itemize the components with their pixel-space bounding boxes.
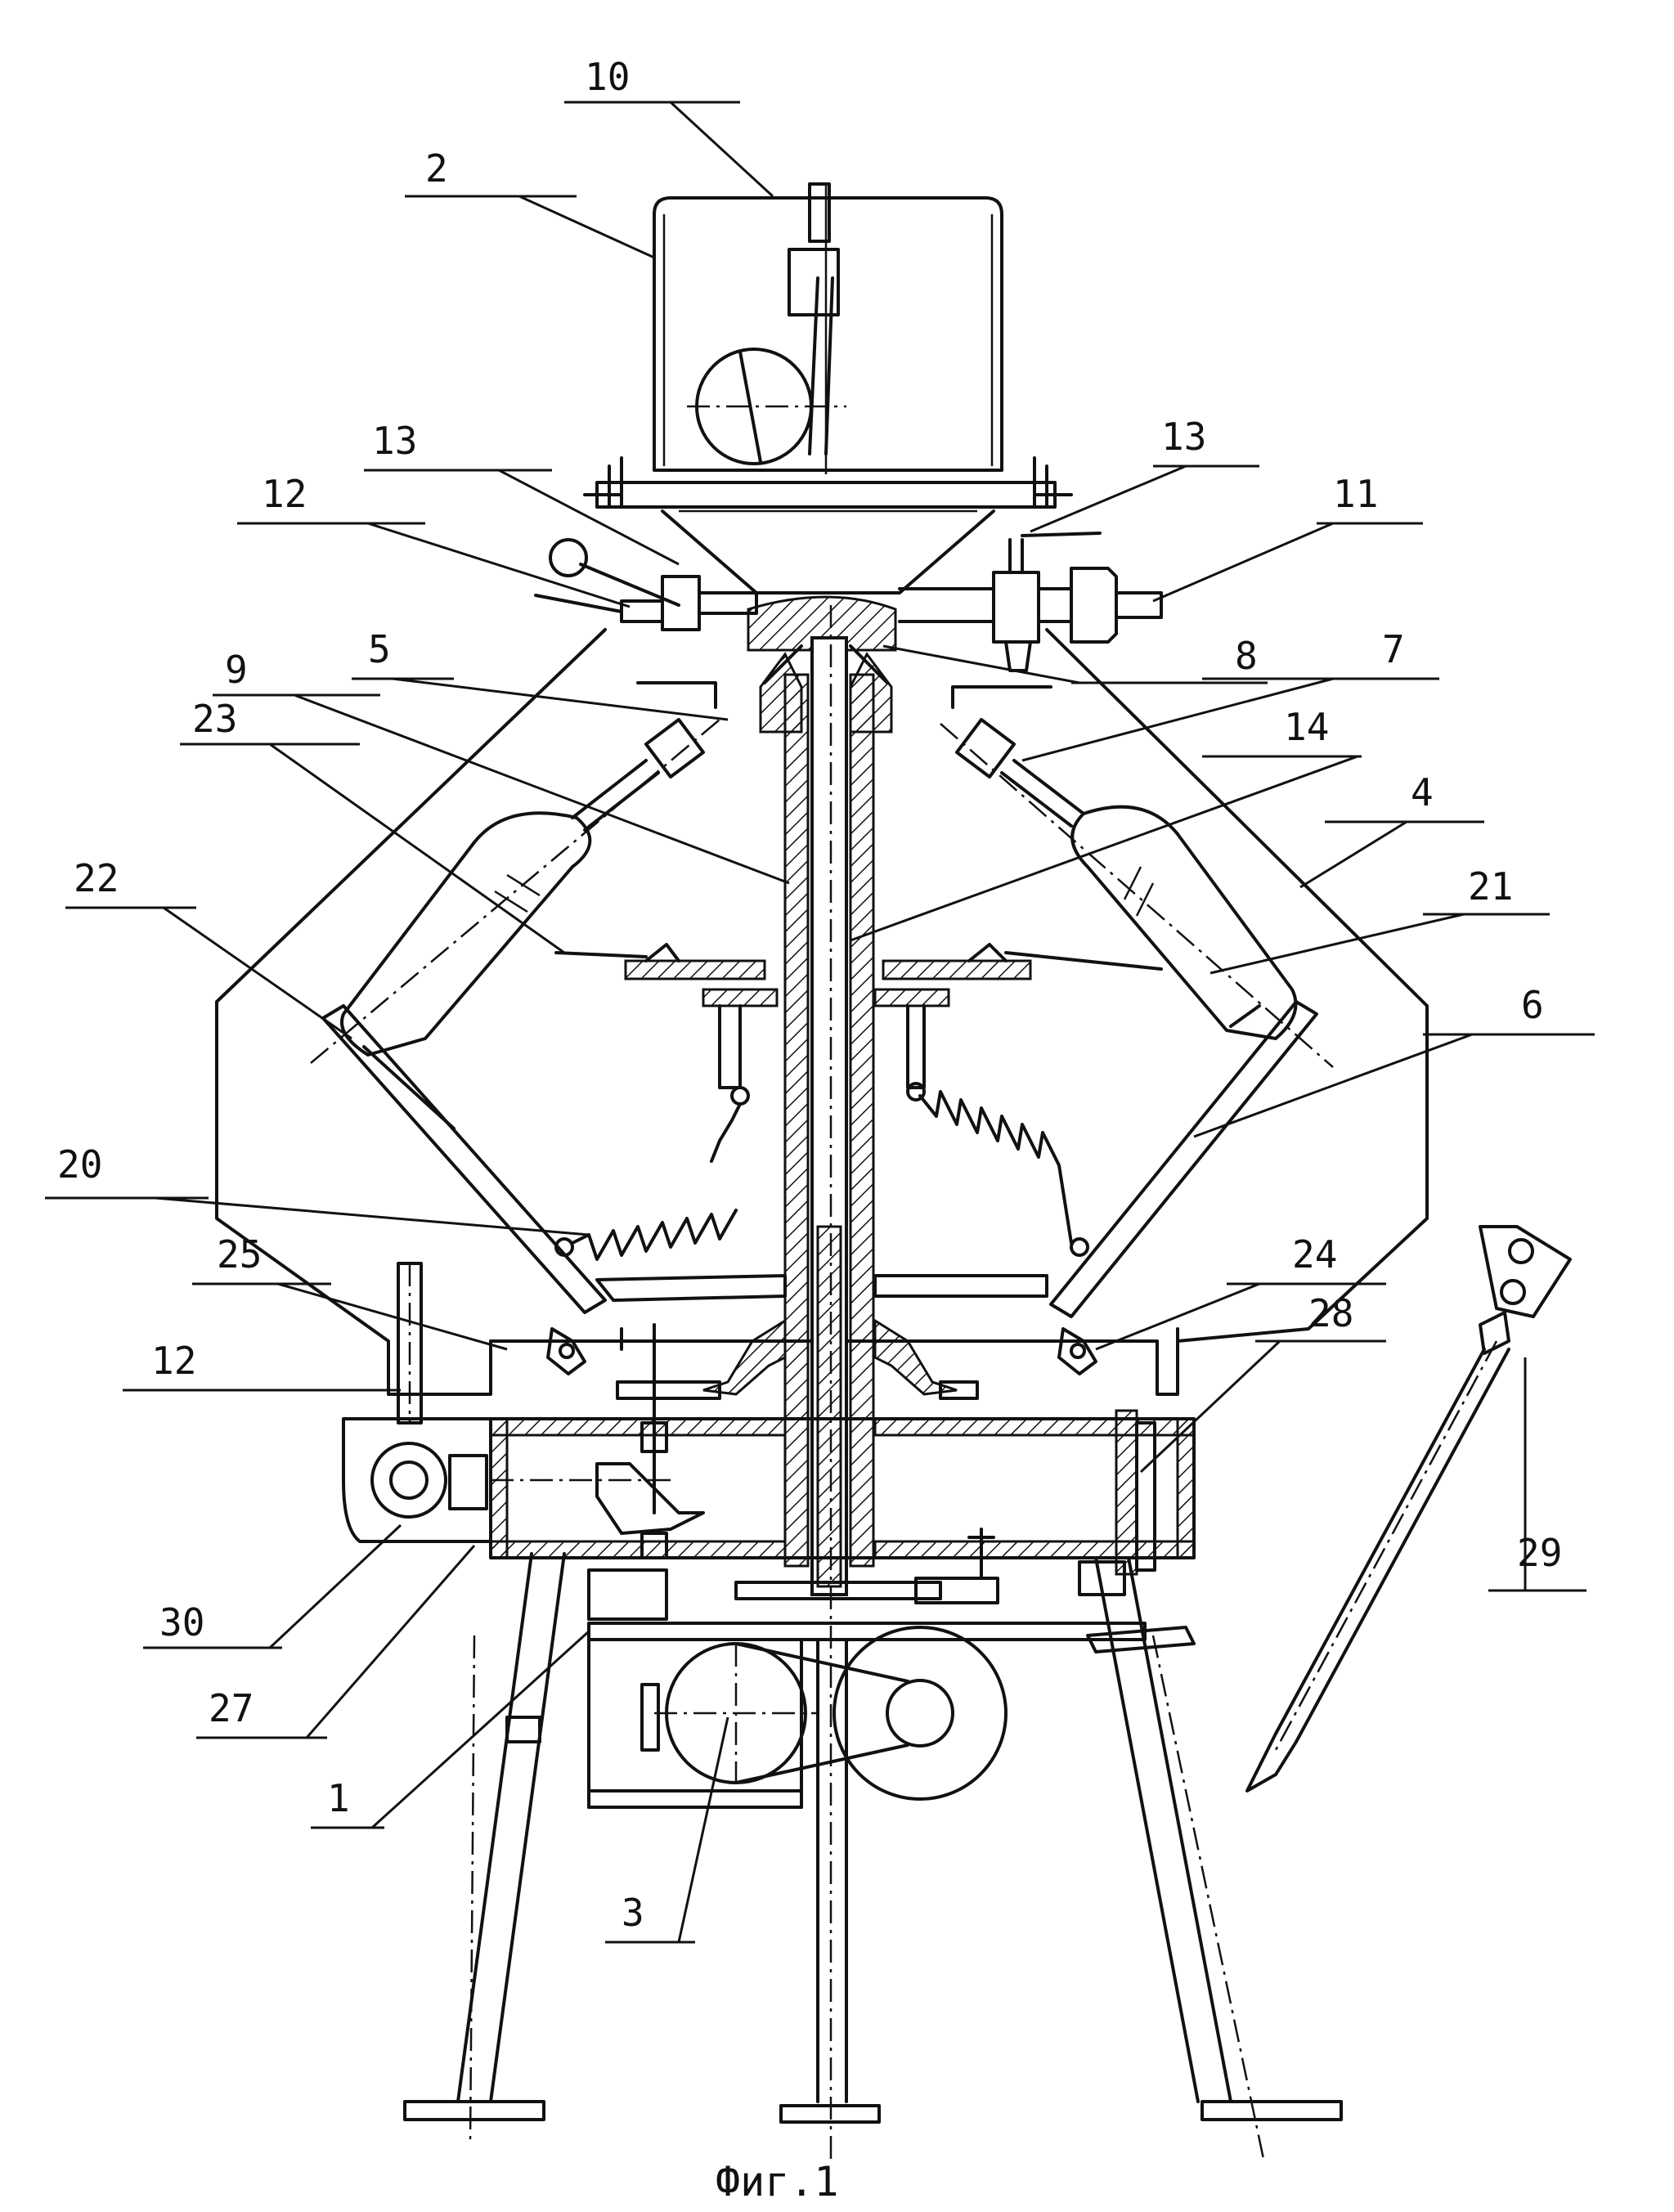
funnel [661,509,995,595]
label-24: 24 [1292,1232,1337,1276]
stand-legs [403,1552,1343,2160]
label-4: 4 [1411,770,1434,814]
label-20: 20 [57,1142,102,1187]
central-shaft [783,605,875,2159]
label-1: 1 [327,1776,350,1820]
label-13-left: 13 [372,419,417,463]
label-14: 14 [1284,705,1329,749]
label-9: 9 [225,648,248,692]
label-28: 28 [1308,1291,1353,1335]
label-8: 8 [1235,634,1258,678]
left-valve-assembly [534,538,758,631]
right-valve-assembly [898,532,1163,672]
label-25: 25 [217,1232,262,1276]
label-5: 5 [368,627,391,671]
label-3: 3 [622,1891,644,1935]
reference-labels: 10 2 13 12 13 11 8 9 5 23 [45,55,1595,1944]
label-23: 23 [192,697,237,741]
label-10: 10 [585,55,630,99]
label-29: 29 [1517,1531,1562,1575]
label-13-right: 13 [1161,415,1206,459]
label-27: 27 [209,1686,254,1730]
upper-tank [583,182,1073,509]
label-6: 6 [1521,983,1544,1027]
left-side-rod [397,1262,423,1425]
right-bottle-assembly [873,718,1334,1375]
label-7: 7 [1382,627,1405,671]
discharge-chute [1245,1225,1572,1792]
label-22: 22 [74,856,119,900]
label-11: 11 [1333,472,1378,516]
label-12-lower: 12 [151,1339,196,1383]
main-body [215,628,1429,1396]
label-30: 30 [159,1600,204,1644]
label-21: 21 [1468,864,1513,909]
label-2: 2 [425,146,448,191]
lower-drive-box [342,1323,1196,1580]
label-12-top: 12 [262,472,307,516]
figure-caption: Фиг.1 [716,2158,839,2205]
deflectors [616,1318,979,1400]
motor [587,1626,1008,1809]
drive-plate [587,1560,1147,1641]
left-bottle-assembly [310,718,787,1375]
